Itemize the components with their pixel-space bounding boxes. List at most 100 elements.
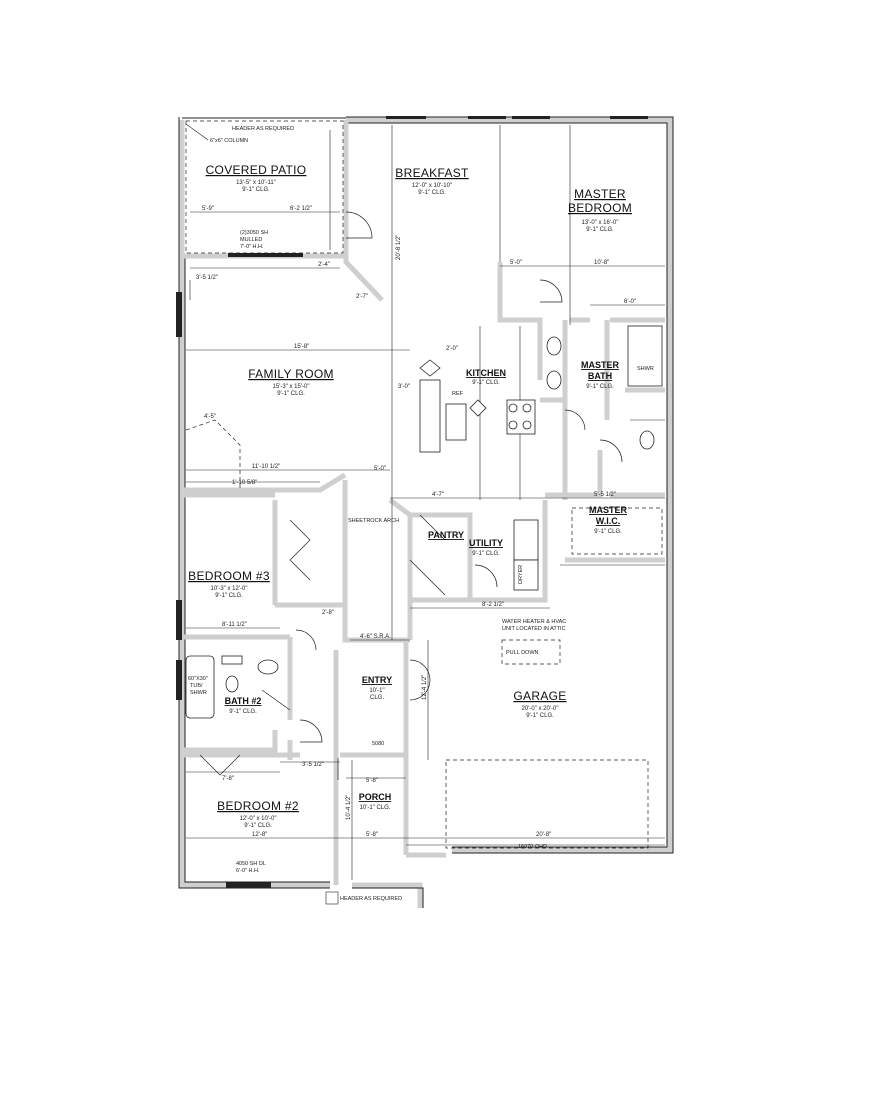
dimension-lines [186,125,665,880]
doors [199,211,623,780]
master-bedroom-name-2: BEDROOM [568,201,632,215]
covered-patio-clg: 9'-1" CLG. [242,187,270,193]
dim-label: 10'-4 1/2" [346,795,352,820]
dim-label: 5'-8" [366,778,378,784]
dim-label: 5'-8" [366,832,378,838]
dim-label: 20'-8 1/2" [396,235,402,260]
windows [176,116,648,888]
dim-label: 2'-8" [322,610,334,616]
note-sheetrock-arch: SHEETROCK ARCH [348,518,399,524]
dim-label: 5'-5 1/2" [594,492,616,498]
note-mulled-2: MULLED [240,237,262,243]
bath2-name: BATH #2 [225,696,262,706]
note-window-bottom-1: 4050 SH DL [236,861,266,867]
master-bedroom-clg: 9'-1" CLG. [586,227,614,233]
master-bedroom-size: 13'-0" x 16'-0" [582,220,619,226]
master-bath-clg: 9'-1" CLG. [586,384,614,390]
note-mulled-3: 7'-0" H.H. [240,244,264,250]
breakfast-clg: 9'-1" CLG. [418,190,446,196]
dim-label: 2'-4" [318,262,330,268]
dim-label: 11'-10 1/2" [252,464,280,470]
family-room-clg: 9'-1" CLG. [277,391,305,397]
dim-label: 3'-5 1/2" [302,762,324,768]
porch-name: PORCH [359,792,392,802]
exterior-walls [178,116,674,908]
note-garage-door: 16070 OHD [518,844,547,850]
porch-clg: 10'-1" CLG. [360,805,391,811]
dim-label: 5'-0" [374,466,386,472]
kitchen-clg: 9'-1" CLG. [472,380,500,386]
covered-patio-name: COVERED PATIO [206,163,307,177]
dimension-labels: 5'-9" 6'-2 1/2" 2'-4" 3'-5 1/2" 15'-8" 2… [196,206,636,838]
bedroom3-name: BEDROOM #3 [188,569,270,583]
dim-label: 12'-4 1/2" [422,675,428,700]
dim-label: 20'-8" [536,832,551,838]
dim-label: 7'-8" [222,776,234,782]
bedroom2-clg: 9'-1" CLG. [244,823,272,829]
master-bedroom-name-1: MASTER [574,187,626,201]
dim-label: 6'-2 1/2" [290,206,312,212]
master-bath-name-2: BATH [588,371,612,381]
master-bath-name-1: MASTER [581,360,620,370]
note-door-5080: 5080 [372,741,384,747]
utility-clg: 9'-1" CLG. [472,551,500,557]
note-tub-3: SHWR [190,690,207,696]
dim-label: 6'-0" [624,299,636,305]
note-water-heater-2: UNIT LOCATED IN ATTIC [502,626,566,632]
dim-label: 5'-9" [202,206,214,212]
covered-patio-size: 13'-5" x 10'-11" [236,180,276,186]
dashed-elements [185,120,663,849]
note-window-bottom-2: 6'-0" H.H. [236,868,260,874]
note-dryer: DRYER [518,565,524,584]
master-wic-clg: 9'-1" CLG. [594,529,622,535]
note-tub-1: 60"X30" [188,676,208,682]
kitchen-name: KITCHEN [466,368,506,378]
pantry-name: PANTRY [428,530,464,540]
note-header-bottom: HEADER AS REQUIRED [340,896,402,902]
dim-label: 4'-5" [204,414,216,420]
entry-clg: 10'-1" [369,688,384,694]
breakfast-name: BREAKFAST [395,166,469,180]
note-mulled-1: (2)3050 SH [240,230,268,236]
dim-label: 2'-7" [356,294,368,300]
note-ref: REF [452,391,464,397]
fixtures [185,325,663,719]
note-water-heater-1: WATER HEATER & HVAC [502,619,566,625]
garage-clg: 9'-1" CLG. [526,713,554,719]
dim-label: 2'-0" [446,346,458,352]
note-column: 6"x6" COLUMN [210,138,248,144]
dim-label: 4'-6" S.R.A. [360,634,391,640]
family-room-size: 15'-3" x 15'-0" [273,384,310,390]
dim-label: 10'-8" [594,260,609,266]
bath2-clg: 9'-1" CLG. [229,709,257,715]
dim-label: 3'-0" [398,384,410,390]
bedroom3-size: 10'-3" x 12'-0" [211,586,248,592]
entry-clg-2: CLG. [370,695,384,701]
dim-label: 3'-5 1/2" [196,275,218,281]
note-tub-2: TUB/ [190,683,203,689]
dim-label: 15'-8" [294,344,309,350]
garage-size: 20'-0" x 20'-0" [522,706,559,712]
plan-notes: HEADER AS REQUIRED 6"x6" COLUMN (2)3050 … [185,123,654,905]
note-pull-down: PULL DOWN [506,650,539,656]
entry-name: ENTRY [362,675,392,685]
master-wic-name-2: W.I.C. [596,516,621,526]
note-shower: SHWR [637,366,654,372]
garage-name: GARAGE [513,689,566,703]
dim-label: 1'-10 5/8" [232,480,257,486]
interior-walls [182,120,665,885]
dim-label: 8'-2 1/2" [482,602,504,608]
dim-label: 5'-0" [510,260,522,266]
dim-label: 12'-8" [252,832,267,838]
utility-name: UTILITY [469,538,503,548]
bedroom3-clg: 9'-1" CLG. [215,593,243,599]
dim-label: 4'-7" [432,492,444,498]
breakfast-size: 12'-0" x 10'-10" [412,183,452,189]
bedroom2-size: 12'-0" x 10'-0" [240,816,277,822]
room-labels: COVERED PATIO 13'-5" x 10'-11" 9'-1" CLG… [188,163,632,829]
master-wic-name-1: MASTER [589,505,628,515]
note-header-top: HEADER AS REQUIRED [232,126,294,132]
family-room-name: FAMILY ROOM [248,367,334,381]
bedroom2-name: BEDROOM #2 [217,799,299,813]
